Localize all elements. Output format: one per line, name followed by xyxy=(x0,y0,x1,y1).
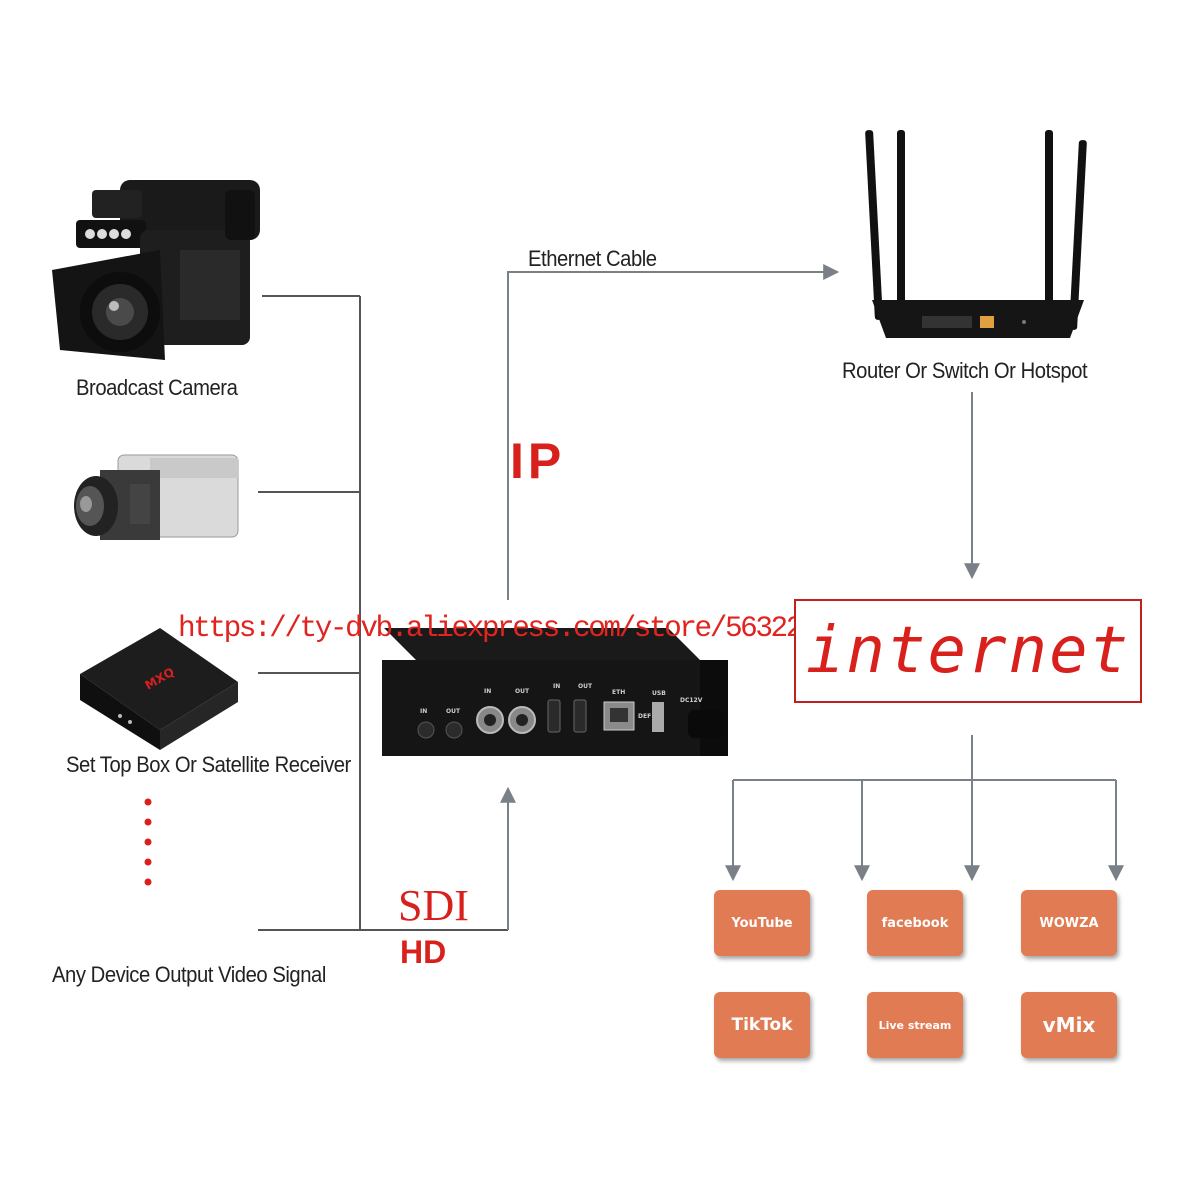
hd-label: HD xyxy=(400,934,447,970)
tiktok-tile: TikTok xyxy=(714,992,810,1058)
live-stream-tile: Live stream xyxy=(867,992,963,1058)
router-label: Router Or Switch Or Hotspot xyxy=(842,358,1088,383)
port-usb-label: USB xyxy=(652,690,666,697)
more-devices-dots xyxy=(144,798,152,886)
youtube-tile: YouTube xyxy=(714,890,810,956)
port-out-label: OUT xyxy=(446,708,461,715)
facebook-tile: facebook xyxy=(867,890,963,956)
broadcast-camera-label: Broadcast Camera xyxy=(76,375,238,400)
store-url-watermark: https://ty-dvb.aliexpress.com/store/5632… xyxy=(178,612,834,646)
sdi-label: SDI xyxy=(398,881,469,930)
internet-box: internet xyxy=(794,599,1142,703)
port-sdi-in-label: IN xyxy=(484,688,491,695)
internet-label: internet xyxy=(805,614,1131,688)
port-eth-label: ETH xyxy=(612,689,625,696)
ip-label: IP xyxy=(510,433,566,489)
port-hdmi-out-label: OUT xyxy=(578,683,593,690)
wowza-tile: WOWZA xyxy=(1021,890,1117,956)
set-top-box-label: Set Top Box Or Satellite Receiver xyxy=(66,752,351,777)
port-sdi-out-label: OUT xyxy=(515,688,530,695)
ethernet-arrow xyxy=(507,264,840,600)
port-hdmi-in-label: IN xyxy=(553,683,560,690)
port-in-label: IN xyxy=(420,708,427,715)
port-dc-label: DC12V xyxy=(680,697,703,704)
ethernet-cable-label: Ethernet Cable xyxy=(528,246,657,271)
port-def-label: DEF xyxy=(638,713,651,720)
vmix-tile: vMix xyxy=(1021,992,1117,1058)
any-device-label: Any Device Output Video Signal xyxy=(52,962,326,987)
